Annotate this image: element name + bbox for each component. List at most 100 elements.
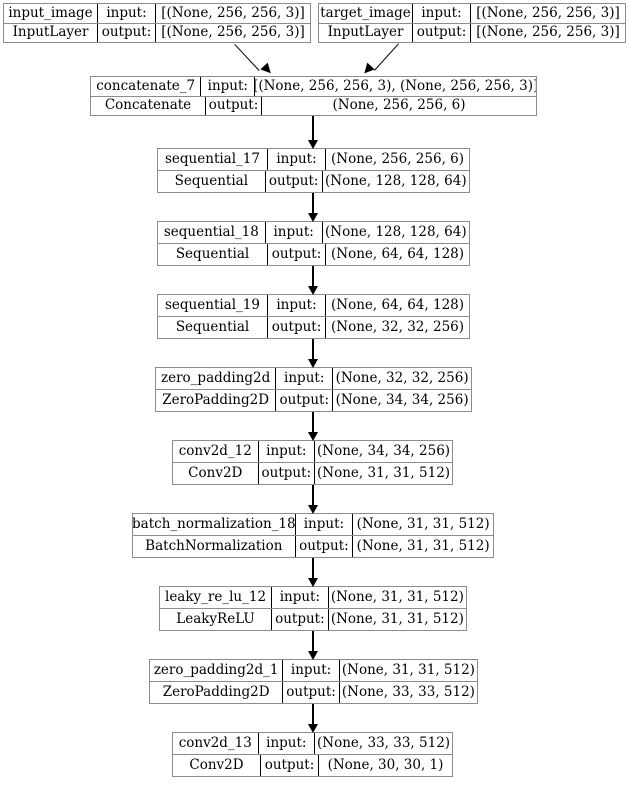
layer-name: leaky_re_lu_12 xyxy=(160,587,273,608)
input-shape: (None, 64, 64, 128) xyxy=(330,296,465,313)
output-label: output: xyxy=(266,171,323,192)
input-shape: (None, 31, 31, 512) xyxy=(341,661,475,678)
input-shape: (None, 256, 256, 6) xyxy=(330,150,465,167)
input-label: input: xyxy=(259,441,316,462)
layer-type: Conv2D xyxy=(173,463,259,484)
layer-type: ZeroPadding2D xyxy=(156,390,277,411)
layer-name: conv2d_13 xyxy=(173,733,259,754)
edge-sequential_17-to-sequential_18 xyxy=(312,193,314,214)
input-label: input: xyxy=(98,4,156,23)
input-label: input: xyxy=(201,77,256,96)
output-label: output: xyxy=(268,317,326,338)
edge-conv2d_12-to-batch_normalization_18-head xyxy=(308,505,318,514)
layer-type: InputLayer xyxy=(4,23,98,42)
output-label: output: xyxy=(261,755,319,776)
output-label: output: xyxy=(206,96,262,115)
layer-name: target_image xyxy=(319,4,413,23)
input-shape: [(None, 256, 256, 3)] xyxy=(161,4,305,21)
input-label: input: xyxy=(266,222,323,243)
output-label: output: xyxy=(259,463,316,484)
input-label: input: xyxy=(268,295,326,316)
output-shape: (None, 31, 31, 512) xyxy=(317,464,451,481)
input-label: input: xyxy=(413,4,471,23)
edge-sequential_18-to-sequential_19-head xyxy=(308,286,318,295)
edge-batch_normalization_18-to-leaky_re_lu_12 xyxy=(312,558,314,579)
edge-target_image-to-concatenate_7 xyxy=(374,43,399,71)
edge-input_image-to-concatenate_7 xyxy=(234,44,260,72)
layer-name: batch_normalization_18 xyxy=(133,514,296,535)
output-label: output: xyxy=(413,23,471,42)
output-shape: (None, 34, 34, 256) xyxy=(335,391,469,408)
layer-type: Sequential xyxy=(158,244,268,265)
edge-zero_padding2d-to-conv2d_12-head xyxy=(308,432,318,441)
input-shape: [(None, 256, 256, 3)] xyxy=(476,4,620,21)
output-shape: (None, 31, 31, 512) xyxy=(330,610,464,627)
output-shape: (None, 128, 128, 64) xyxy=(324,172,467,189)
layer-name: conv2d_12 xyxy=(173,441,259,462)
layer-name: sequential_17 xyxy=(158,149,268,170)
edge-zero_padding2d_1-to-conv2d_13 xyxy=(312,704,314,725)
edge-sequential_17-to-sequential_18-head xyxy=(308,213,318,222)
layer-type: ZeroPadding2D xyxy=(150,682,284,703)
edge-target_image-to-concatenate_7-head xyxy=(360,62,375,77)
output-shape: (None, 32, 32, 256) xyxy=(330,318,465,335)
output-shape: (None, 64, 64, 128) xyxy=(330,245,465,262)
edge-sequential_19-to-zero_padding2d-head xyxy=(308,359,318,368)
layer-name: concatenate_7 xyxy=(91,77,202,96)
input-label: input: xyxy=(283,660,340,681)
edge-concatenate_7-to-sequential_17 xyxy=(312,116,314,141)
layer-name: zero_padding2d_1 xyxy=(150,660,284,681)
input-shape: (None, 32, 32, 256) xyxy=(335,369,469,386)
output-label: output: xyxy=(268,244,326,265)
layer-type: Conv2D xyxy=(173,755,261,776)
layer-type: Concatenate xyxy=(91,96,206,115)
edge-concatenate_7-to-sequential_17-head xyxy=(308,140,318,149)
edge-sequential_18-to-sequential_19 xyxy=(312,266,314,287)
input-label: input: xyxy=(276,368,334,389)
output-shape: (None, 31, 31, 512) xyxy=(356,537,490,554)
input-shape: (None, 34, 34, 256) xyxy=(317,442,451,459)
layer-name: zero_padding2d xyxy=(156,368,277,389)
input-shape: (None, 128, 128, 64) xyxy=(324,223,467,240)
output-label: output: xyxy=(272,609,329,630)
output-shape: (None, 30, 30, 1) xyxy=(327,756,444,773)
layer-type: Sequential xyxy=(158,317,268,338)
layer-type: Sequential xyxy=(158,171,266,192)
edge-zero_padding2d_1-to-conv2d_13-head xyxy=(308,724,318,733)
edge-conv2d_12-to-batch_normalization_18 xyxy=(312,485,314,506)
input-shape: (None, 31, 31, 512) xyxy=(330,588,464,605)
layer-name: sequential_18 xyxy=(158,222,266,243)
edge-leaky_re_lu_12-to-zero_padding2d_1-head xyxy=(308,651,318,660)
output-shape: (None, 256, 256, 6) xyxy=(332,97,466,113)
